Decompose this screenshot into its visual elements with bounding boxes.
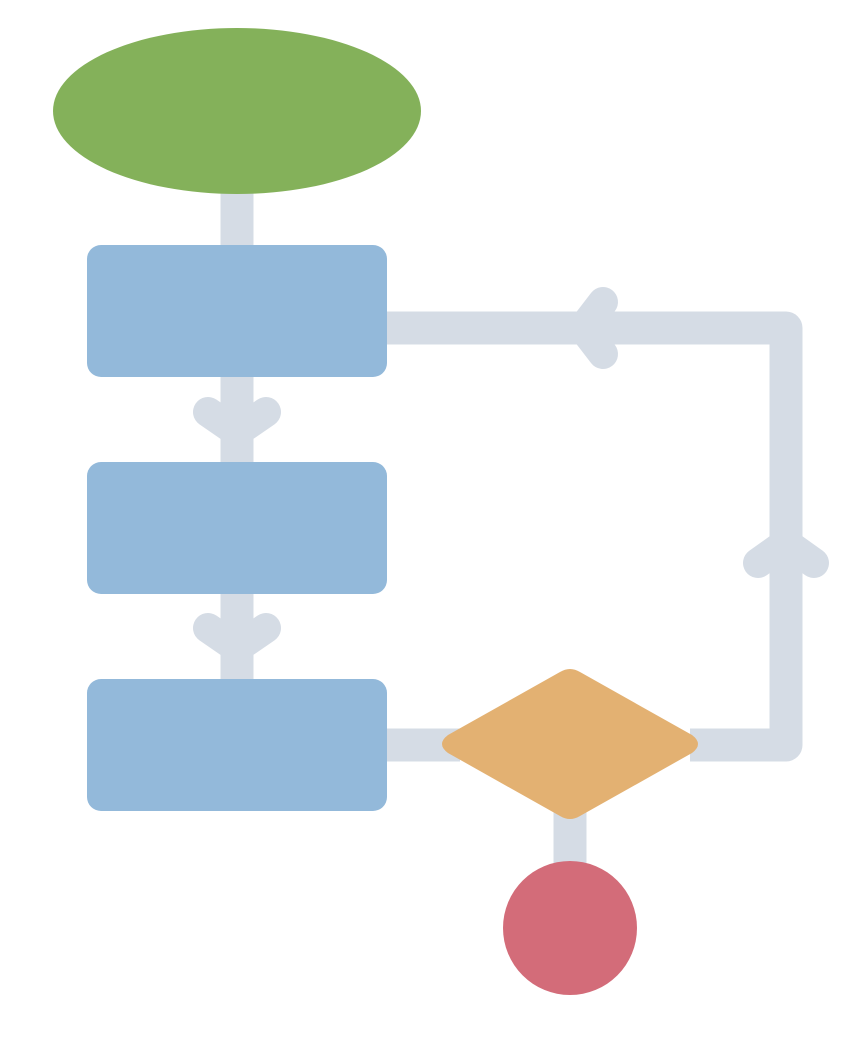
process-node-1 (87, 245, 387, 377)
process-node-3 (87, 679, 387, 811)
arrowheads (193, 287, 829, 663)
arrow-left-icon (568, 287, 618, 369)
process-node-2 (87, 462, 387, 594)
arrow-up-icon (743, 528, 829, 578)
arrow-down-icon (193, 397, 281, 447)
decision-node (442, 669, 698, 819)
start-node (53, 28, 421, 194)
end-node (503, 861, 637, 995)
arrow-down-icon (193, 613, 281, 663)
